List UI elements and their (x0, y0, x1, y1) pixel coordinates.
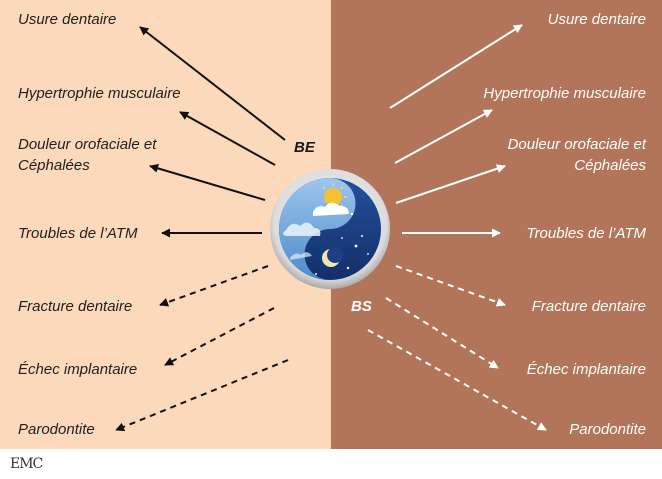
left-label-hypertrophie: Hypertrophie musculaire (18, 85, 181, 102)
arrow-left-hypertrophie (179, 111, 276, 166)
arrow-left-douleur (149, 163, 266, 201)
right-label-usure: Usure dentaire (547, 11, 646, 28)
right-label-hypertrophie: Hypertrophie musculaire (483, 85, 646, 102)
arrow-right-parodontite (367, 329, 547, 431)
right-label-fracture: Fracture dentaire (531, 298, 646, 315)
footer (0, 449, 662, 479)
right-label-douleur-line2: Céphalées (574, 157, 646, 174)
left-label-fracture: Fracture dentaire (18, 298, 133, 315)
arrow-left-echec (164, 307, 275, 366)
left-label-douleur-line2: Céphalées (18, 157, 90, 174)
arrow-right-douleur (395, 164, 506, 204)
arrow-left-parodontite (115, 359, 289, 432)
yin-yang-day-night-icon (270, 169, 390, 289)
emc-logo: EMC (10, 456, 43, 472)
right-label-douleur-line1: Douleur orofaciale et (507, 136, 646, 153)
right-label-echec: Échec implantaire (526, 361, 646, 378)
left-label-atm: Troubles de l’ATM (18, 225, 138, 242)
left-label-echec: Échec implantaire (18, 361, 138, 378)
arrow-right-usure (389, 24, 523, 109)
left-label-parodontite: Parodontite (18, 421, 95, 438)
right-label-parodontite: Parodontite (569, 421, 646, 438)
arrow-right-fracture (395, 265, 506, 307)
left-label-usure: Usure dentaire (18, 11, 117, 28)
arrow-right-echec (385, 297, 499, 369)
arrow-left-usure (139, 26, 286, 141)
arrows-diagram (115, 24, 547, 432)
left-label-douleur-line1: Douleur orofaciale et (18, 136, 157, 153)
tag-be: BE (294, 139, 315, 156)
arrow-right-hypertrophie (394, 109, 493, 164)
tag-bs: BS (351, 298, 372, 315)
arrow-left-fracture (159, 265, 269, 307)
right-label-atm: Troubles de l’ATM (526, 225, 646, 242)
